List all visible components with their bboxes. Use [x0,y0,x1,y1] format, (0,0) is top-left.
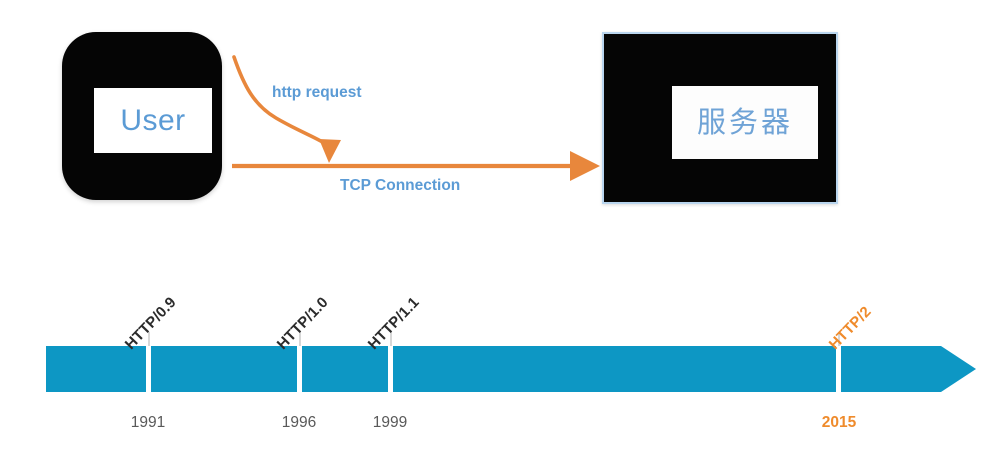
timeline-tick-2 [299,332,301,346]
tcp-connection-label: TCP Connection [340,177,461,194]
client-screen: User [94,88,212,153]
server-screen: 服务器 [672,86,818,159]
tcp-connection-arrowhead [570,151,600,181]
timeline-year-1: 1996 [281,414,317,431]
timeline-divider-2 [297,346,302,392]
http-request-label: http request [272,84,362,101]
timeline-tick-4 [838,332,840,346]
timeline-version-label-1: HTTP/1.0 [273,293,332,353]
timeline-divider-3 [388,346,393,392]
timeline-year-3: 2015 [821,414,857,431]
timeline-year-2: 1999 [372,414,408,431]
timeline-tick-1 [148,332,150,346]
timeline-tick-3 [390,332,392,346]
server-label: 服务器 [696,105,793,139]
timeline-divider-1 [146,346,151,392]
client-label: User [120,103,186,137]
timeline-year-0: 1991 [130,414,166,431]
timeline-arrow-shape [46,346,976,392]
timeline-bar [46,346,976,392]
timeline-divider-4 [836,346,841,392]
timeline-version-label-0: HTTP/0.9 [121,293,180,353]
http-request-arrowhead [319,139,341,163]
timeline-version-label-2: HTTP/1.1 [364,293,423,353]
